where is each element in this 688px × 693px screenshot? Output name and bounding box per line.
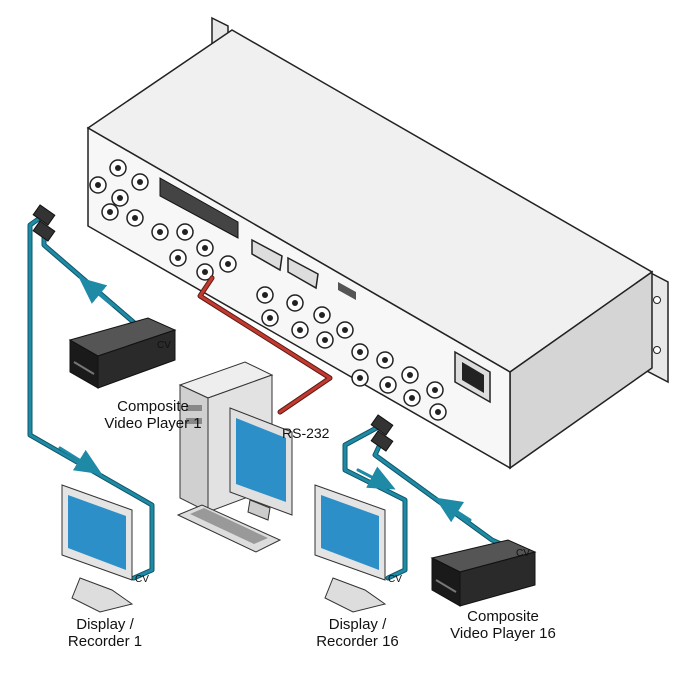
pc	[176, 361, 293, 553]
cv-label-display-16: CV	[388, 574, 402, 585]
label-display-1-line1: Display /	[76, 616, 134, 633]
display-1	[61, 484, 134, 613]
label-rs232: RS-232	[282, 425, 330, 441]
video-player-16	[430, 539, 537, 607]
cv-label-player-1: CV	[157, 340, 171, 351]
bnc-plugs	[32, 204, 394, 452]
label-player-16: Composite Video Player 16	[418, 608, 588, 642]
cv-label-display-1: CV	[135, 574, 149, 585]
label-display-16: Display / Recorder 16	[300, 616, 415, 650]
label-player-16-line1: Composite	[467, 608, 539, 625]
video-player-1	[68, 317, 177, 389]
label-display-1-line2: Recorder 1	[67, 633, 143, 650]
label-display-16-line1: Display /	[328, 616, 387, 633]
display-16	[314, 484, 387, 613]
label-player-1-line2: Video Player 1	[104, 415, 202, 432]
matrix-switcher	[86, 16, 669, 470]
label-display-16-line2: Recorder 16	[316, 633, 399, 650]
label-display-1: Display / Recorder 1	[50, 616, 160, 650]
label-player-1: Composite Video Player 1	[78, 398, 228, 432]
label-player-1-line1: Composite	[117, 398, 189, 415]
cv-label-player-16: CV	[516, 548, 530, 559]
label-player-16-line2: Video Player 16	[450, 625, 556, 642]
